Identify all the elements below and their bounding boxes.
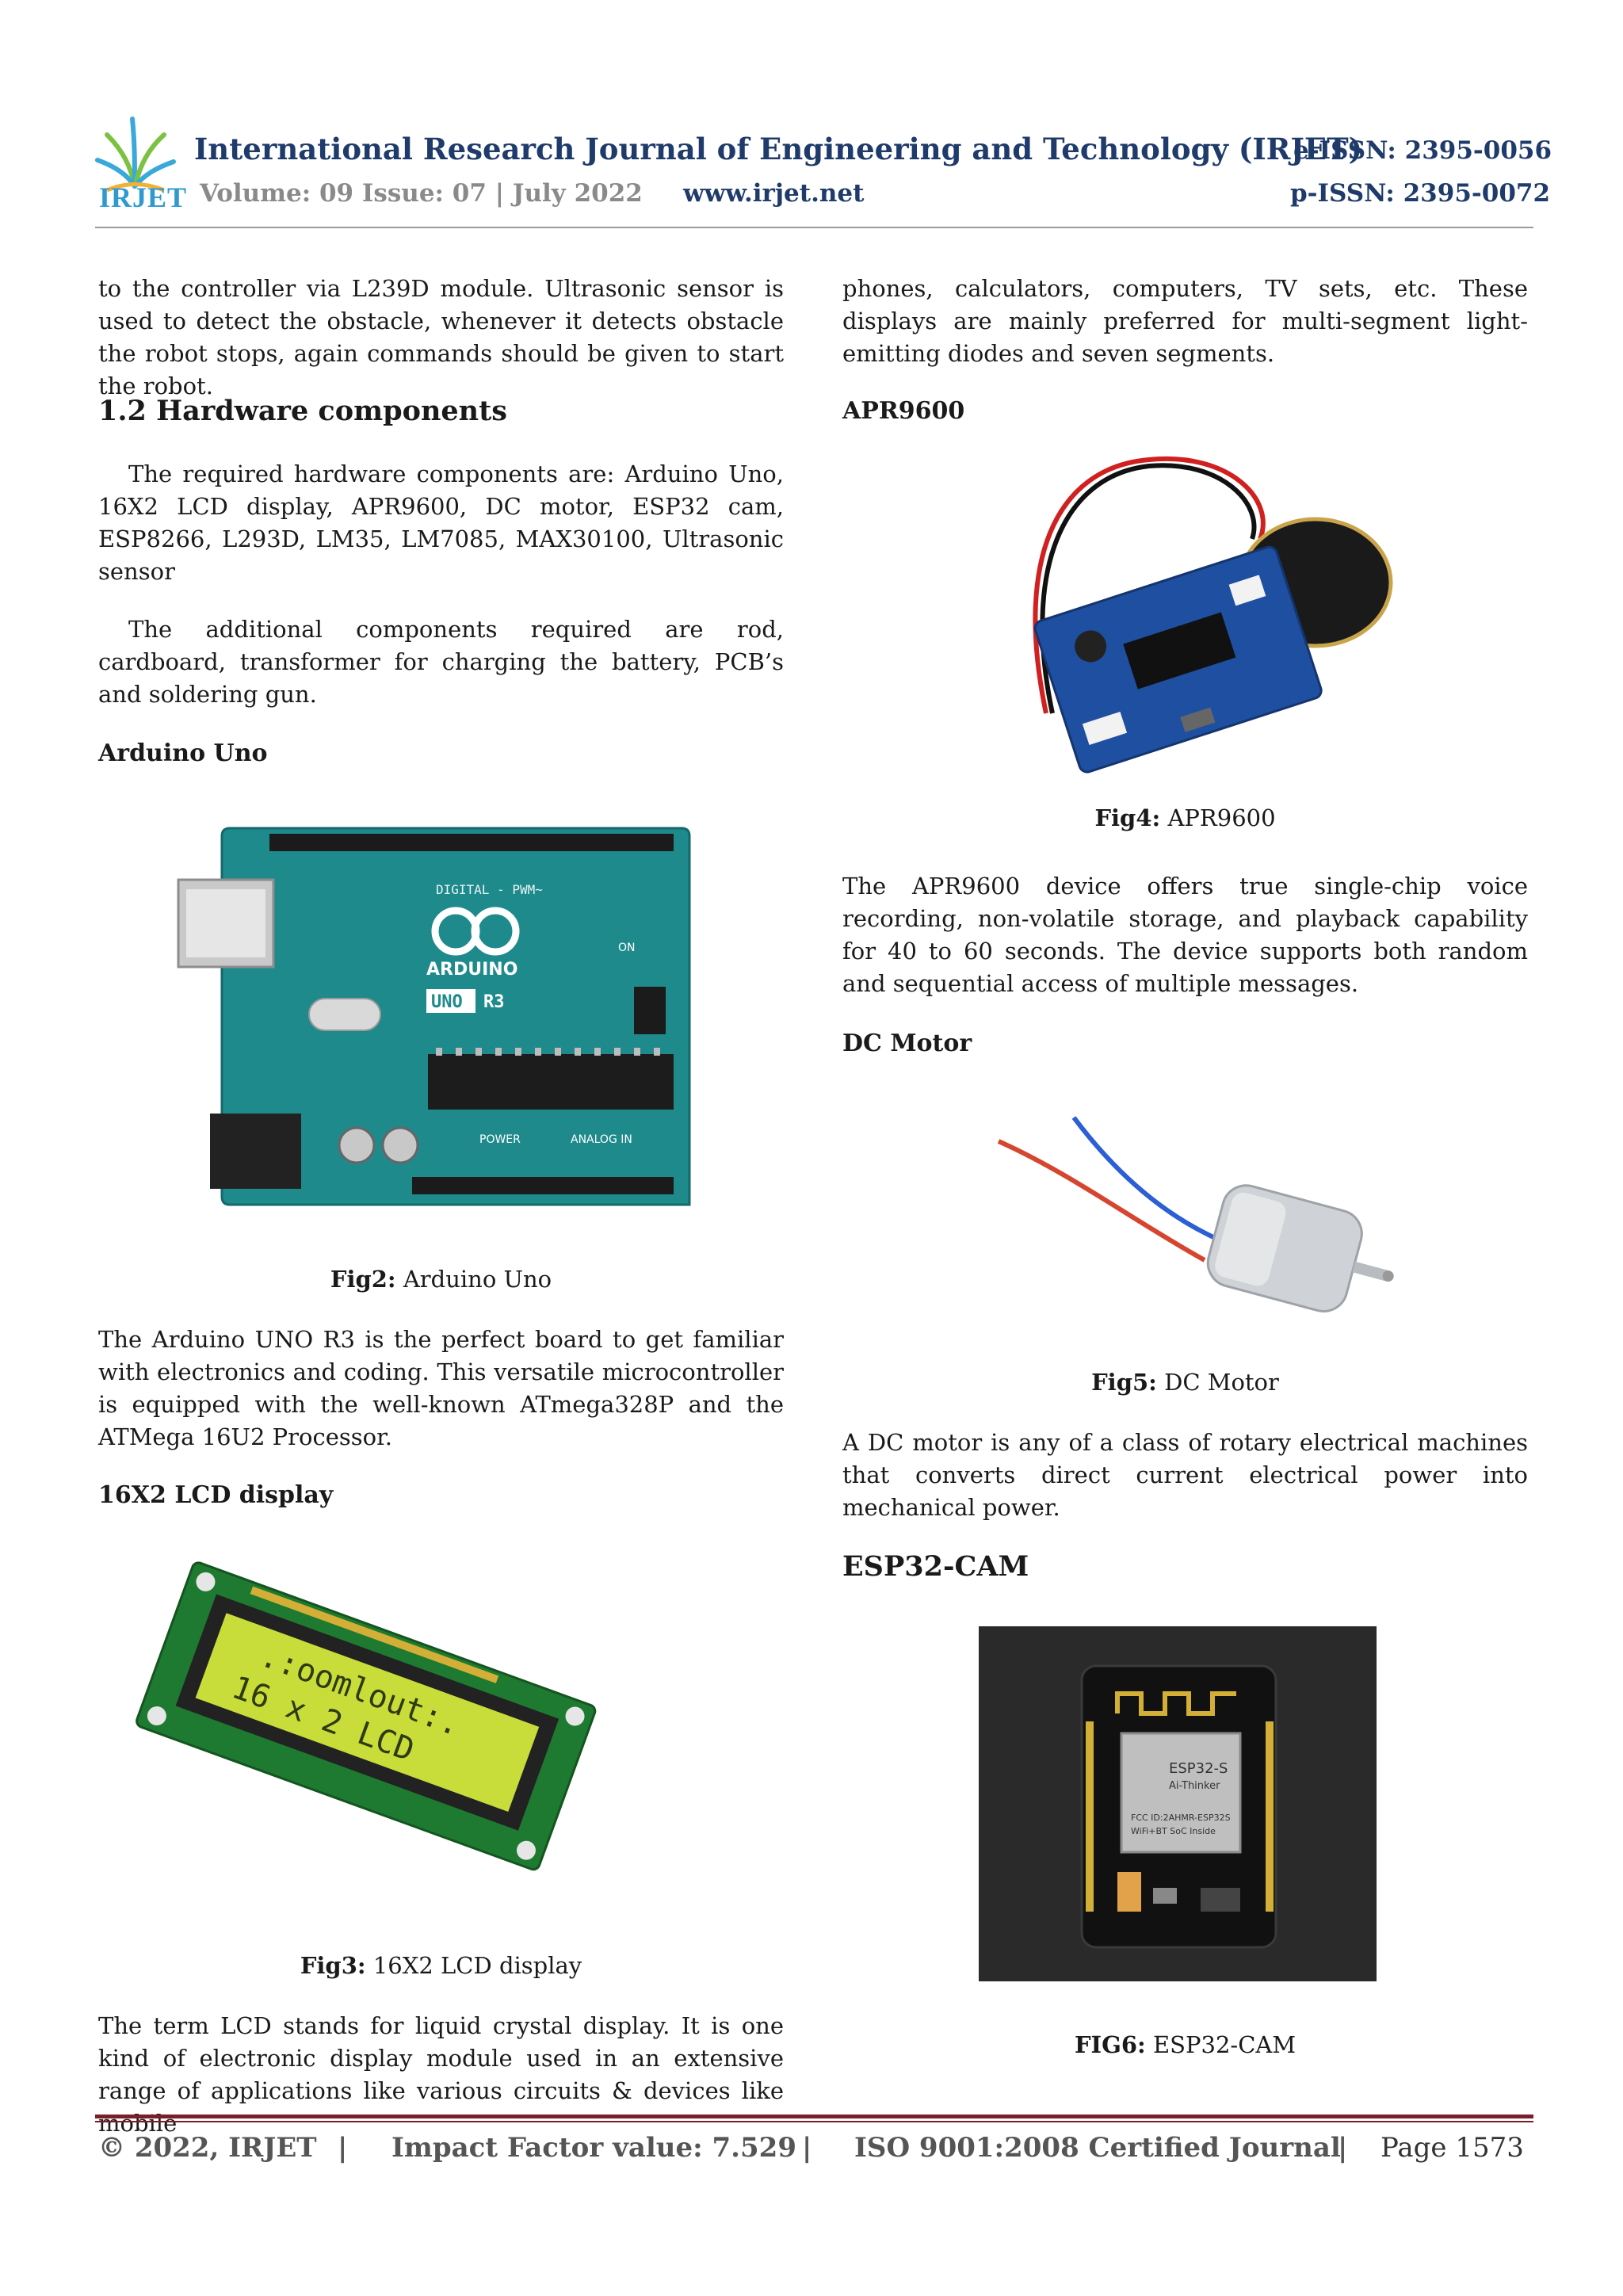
footer-separator: | (802, 2132, 812, 2164)
dc-motor-heading: DC Motor (842, 1030, 972, 1057)
fig3-label: Fig3: (300, 1952, 366, 1979)
arduino-heading: Arduino Uno (98, 739, 268, 767)
board-label-model: UNO (431, 992, 463, 1012)
board-label-power: POWER (479, 1133, 521, 1146)
fig2-caption: Fig2: Arduino Uno (98, 1263, 784, 1296)
fig4-text: APR9600 (1167, 804, 1276, 831)
e-issn: e-ISSN: 2395-0056 (1293, 136, 1552, 165)
intro-paragraph: to the controller via L239D module. Ultr… (98, 275, 784, 399)
footer-impact-factor: Impact Factor value: 7.529 (391, 2132, 796, 2164)
fig5-label: Fig5: (1091, 1369, 1157, 1396)
esp32-cam-heading: ESP32-CAM (842, 1550, 1029, 1583)
fig6-caption: FIG6: ESP32-CAM (842, 2029, 1528, 2061)
module-label-3: FCC ID:2AHMR-ESP32S (1131, 1813, 1231, 1823)
footer-page-number: Page 1573 (1381, 2132, 1524, 2164)
esp32-cam-image: ESP32-S Ai-Thinker FCC ID:2AHMR-ESP32S W… (979, 1626, 1377, 1981)
header-divider (95, 227, 1533, 228)
arduino-uno-image: DIGITAL - PWM~ ARDUINO UNO R3 ON POWER A… (174, 824, 697, 1213)
footer-rule-thin (95, 2121, 1533, 2122)
board-label-digital: DIGITAL - PWM~ (436, 882, 543, 897)
components-paragraph: The required hardware components are: Ar… (98, 460, 784, 585)
board-label-on: ON (618, 942, 636, 954)
module-label-1: ESP32-S (1169, 1760, 1228, 1777)
lcd-heading: 16X2 LCD display (98, 1481, 334, 1509)
fig4-label: Fig4: (1094, 804, 1161, 831)
apr9600-image (991, 444, 1403, 785)
fig2-text: Arduino Uno (403, 1266, 552, 1293)
p-issn: p-ISSN: 2395-0072 (1290, 179, 1551, 208)
fig3-caption: Fig3: 16X2 LCD display (98, 1950, 784, 1982)
footer-separator: | (338, 2132, 348, 2164)
apr9600-heading: APR9600 (842, 397, 965, 425)
lcd-paragraph: The term LCD stands for liquid crystal d… (98, 2012, 784, 2137)
board-label-brand: ARDUINO (426, 960, 517, 980)
fig2-label: Fig2: (330, 1266, 396, 1293)
footer-copyright: © 2022, IRJET (98, 2132, 317, 2164)
fig6-label: FIG6: (1074, 2031, 1146, 2058)
fig4-caption: Fig4: APR9600 (842, 802, 1528, 835)
footer-iso: ISO 9001:2008 Certified Journal (854, 2132, 1341, 2164)
volume-issue: Volume: 09 Issue: 07 | July 2022 (200, 179, 643, 208)
journal-title: International Research Journal of Engine… (194, 132, 1363, 166)
fig5-caption: Fig5: DC Motor (842, 1366, 1528, 1399)
module-label-4: WiFi+BT SoC Inside (1131, 1826, 1216, 1836)
journal-website-link[interactable]: www.irjet.net (683, 179, 865, 208)
board-label-analog: ANALOG IN (571, 1133, 632, 1146)
fig3-text: 16X2 LCD display (372, 1952, 582, 1979)
board-label-rev: R3 (483, 992, 505, 1012)
lcd-display-image: .:oomlout:. 16 x 2 LCD (127, 1534, 602, 1906)
dc-motor-image (991, 1102, 1403, 1339)
fig6-text: ESP32-CAM (1152, 2031, 1296, 2058)
footer-rule-thick (95, 2115, 1533, 2118)
dc-motor-paragraph: A DC motor is any of a class of rotary e… (842, 1429, 1528, 1521)
lcd-continued-paragraph: phones, calculators, computers, TV sets,… (842, 275, 1528, 367)
fig5-text: DC Motor (1164, 1369, 1279, 1396)
arduino-paragraph: The Arduino UNO R3 is the perfect board … (98, 1326, 784, 1450)
irjet-logo (95, 117, 176, 193)
additional-components-paragraph: The additional components required are r… (98, 616, 784, 708)
section-heading-hardware: 1.2 Hardware components (98, 395, 507, 427)
apr9600-paragraph: The APR9600 device offers true single-ch… (842, 873, 1528, 997)
module-label-2: Ai-Thinker (1169, 1780, 1220, 1792)
footer-separator: | (1338, 2132, 1348, 2164)
logo-wordmark: IRJET (99, 181, 188, 213)
